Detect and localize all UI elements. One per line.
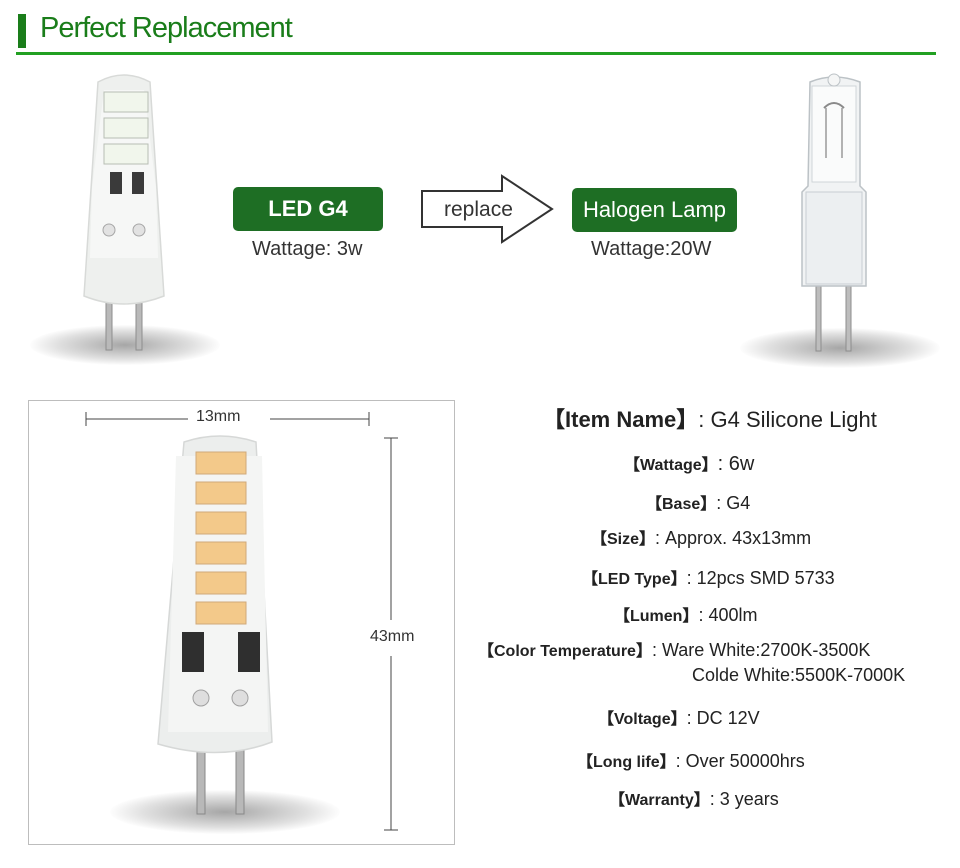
led-g4-label: LED G4 [233,187,383,231]
spec-label: 【Voltage】 [598,711,687,728]
spec-value: : 3 years [709,789,779,809]
spec-label: 【Long life】 [577,754,676,771]
spec-label: 【Wattage】 [624,457,718,474]
spec-led-type: 【LED Type】: 12pcs SMD 5733 [582,565,835,589]
spec-value: : G4 Silicone Light [698,407,877,432]
spec-color-temperature-line2: Colde White:5500K-7000K [692,665,905,686]
spec-value: : Ware White:2700K-3500K [651,640,871,660]
spec-wattage: 【Wattage】: 6w [624,451,754,476]
halogen-lamp-label: Halogen Lamp [572,188,737,232]
title-underline [16,52,936,55]
spec-value: Colde White:5500K-7000K [692,665,906,685]
spec-value: : 12pcs SMD 5733 [686,568,835,588]
spec-color-temperature: 【Color Temperature】: Ware White:2700K-35… [478,637,870,661]
led-wattage: Wattage: 3w [252,238,363,260]
spec-value: : Over 50000hrs [675,751,805,771]
title-accent-bar [18,14,26,48]
page-title: Perfect Replacement [40,12,293,44]
replace-label: replace [444,198,513,221]
spec-label: 【Base】 [646,496,717,513]
spec-label: 【Color Temperature】 [478,643,652,660]
width-dimension-line [85,412,370,426]
led-g4-bulb-image [83,74,165,351]
spec-voltage: 【Voltage】: DC 12V [598,705,760,729]
height-measurement: 43mm [370,628,415,645]
height-dimension-line [384,437,398,831]
halogen-bulb-shadow [740,328,940,368]
spec-warranty: 【Warranty】: 3 years [609,786,779,810]
halogen-bulb-image [801,73,867,352]
spec-value: : 400lm [698,605,758,625]
spec-long-life: 【Long life】: Over 50000hrs [577,748,805,772]
led-bulb-shadow [30,325,220,365]
dimension-diagram-frame [28,400,455,845]
spec-value: : Approx. 43x13mm [655,528,812,548]
spec-label: 【LED Type】 [582,571,687,588]
warm-led-bulb-image [157,435,273,815]
spec-lumen: 【Lumen】: 400lm [614,602,757,626]
halogen-wattage: Wattage:20W [591,238,712,260]
spec-item-name: 【Item Name】: G4 Silicone Light [543,402,877,434]
warm-bulb-shadow [110,790,340,834]
spec-label: 【Lumen】 [614,608,699,625]
spec-value: : G4 [716,493,751,513]
spec-base: 【Base】: G4 [646,490,750,514]
spec-label: 【Item Name】 [543,407,699,432]
replace-arrow-icon [421,174,554,244]
spec-label: 【Size】 [591,531,656,548]
width-measurement: 13mm [196,408,241,425]
spec-label: 【Warranty】 [609,792,710,809]
spec-value: : 6w [717,453,755,475]
spec-size: 【Size】: Approx. 43x13mm [591,525,811,549]
spec-value: : DC 12V [686,708,760,728]
